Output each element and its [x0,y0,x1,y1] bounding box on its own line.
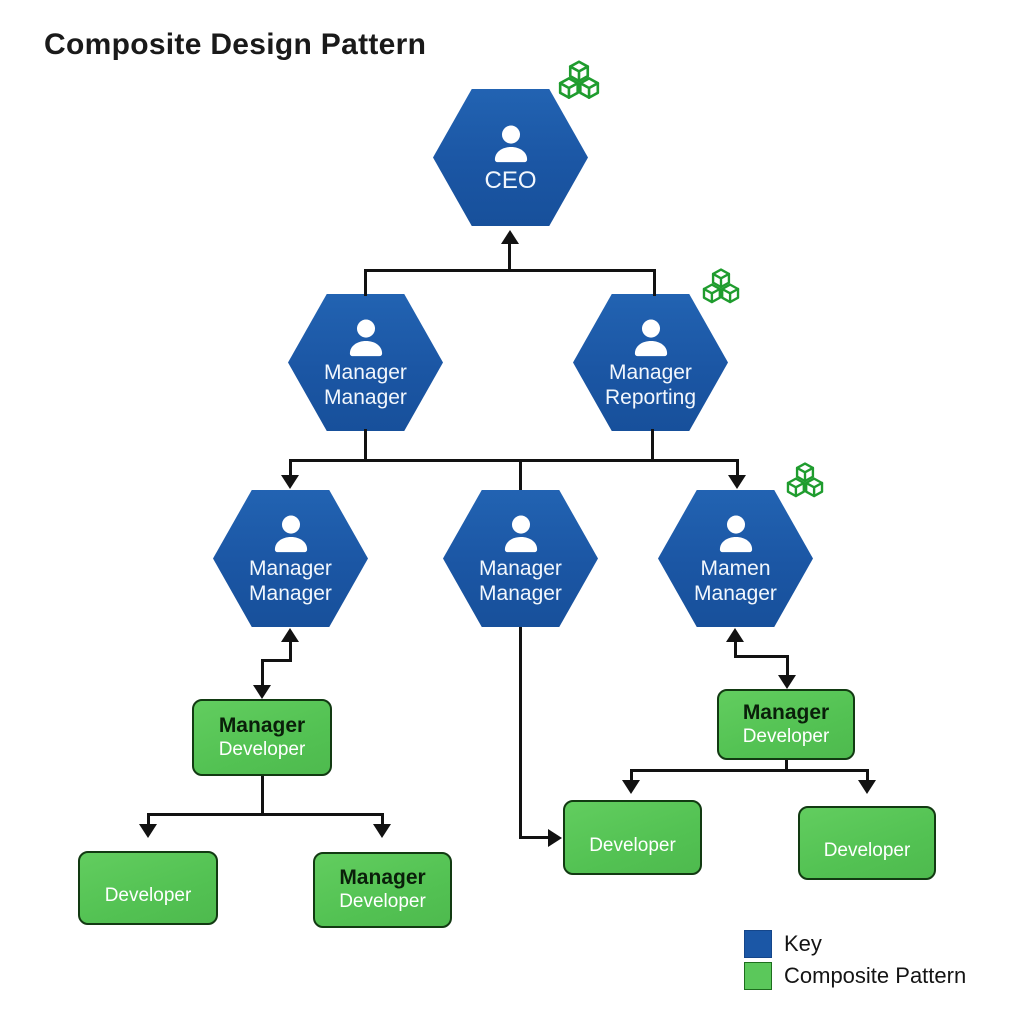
composite-cubes-icon [702,268,740,306]
arrowhead-right [548,829,562,847]
connector-line [519,627,522,839]
arrowhead-down [281,475,299,489]
connector-line [381,813,384,826]
arrowhead-down [728,475,746,489]
node-manager-3-left: Manager Manager [213,490,368,627]
connector-line [364,429,367,462]
node-manager-3-middle: Manager Manager [443,490,598,627]
node-sublabel: Manager [479,581,562,605]
arrowhead-down [622,780,640,794]
box-manager-developer-bottom-center: Manager Developer [313,852,452,928]
box-manager-developer-mid-right: Manager Developer [717,689,855,760]
arrowhead-down [139,824,157,838]
person-icon [274,515,307,553]
connector-line [519,459,522,490]
node-manager-3-right: Mamen Manager [658,490,813,627]
node-label: Manager [609,361,692,385]
connector-line [261,659,264,687]
connector-line [289,459,739,462]
box-title: Manager [339,866,426,890]
connector-line [364,269,367,296]
node-manager-2-right: Manager Reporting [573,294,728,431]
arrowhead-up [726,628,744,642]
connector-line [630,769,633,782]
box-developer-bottom-right: Developer [798,806,936,880]
connector-line [364,269,656,272]
node-ceo: CEO [433,89,588,226]
node-sublabel: Manager [249,581,332,605]
node-sublabel: Manager [324,385,407,409]
connector-line [786,655,789,677]
connector-line [736,459,739,476]
connector-line [147,813,150,826]
legend-swatch-blue [744,930,772,958]
node-label: Manager [479,557,562,581]
box-title: Manager [742,700,830,724]
arrowhead-down [373,824,391,838]
connector-line [866,769,869,782]
connector-line [147,813,383,816]
composite-cubes-icon [786,462,824,500]
node-label: Mamen [700,557,771,581]
box-subtitle: Developer [589,835,676,857]
connector-line [734,640,737,658]
connector-line [261,659,292,662]
arrowhead-up [501,230,519,244]
person-icon [634,319,667,357]
person-icon [719,515,752,553]
box-subtitle: Developer [742,725,830,747]
arrowhead-down [778,675,796,689]
connector-line [734,655,789,658]
person-icon [504,515,537,553]
person-icon [494,125,527,162]
connector-line [653,269,656,296]
node-manager-2-left: Manager Manager [288,294,443,431]
box-subtitle: Developer [218,738,306,760]
box-subtitle: Developer [104,885,192,907]
node-sublabel: Manager [694,581,777,605]
arrowhead-up [281,628,299,642]
legend-item-key: Key [744,930,822,958]
box-developer-bottom-left: Developer [78,851,218,925]
box-manager-developer-mid-left: Manager Developer [192,699,332,776]
legend-label: Key [784,931,822,956]
connector-line [651,429,654,462]
legend-swatch-green [744,962,772,990]
arrowhead-down [253,685,271,699]
node-sublabel: Reporting [604,385,697,409]
legend-label: Composite Pattern [784,963,967,988]
node-label: Manager [324,361,407,385]
box-subtitle: Developer [339,891,426,913]
connector-line [519,836,549,839]
node-label: CEO [484,166,537,194]
connector-line [289,459,292,476]
connector-line [630,769,868,772]
arrowhead-down [858,780,876,794]
box-title: Manager [218,713,306,737]
box-developer-bottom-mid-right: Developer [563,800,702,875]
person-icon [349,319,382,357]
box-subtitle: Developer [823,840,911,862]
page-title: Composite Design Pattern [44,28,427,61]
node-label: Manager [249,557,332,581]
connector-line [785,760,788,772]
connector-line [261,776,264,816]
composite-cubes-icon [558,60,600,102]
connector-line [508,242,511,272]
legend-item-composite-pattern: Composite Pattern [744,962,966,990]
connector-line [289,640,292,662]
